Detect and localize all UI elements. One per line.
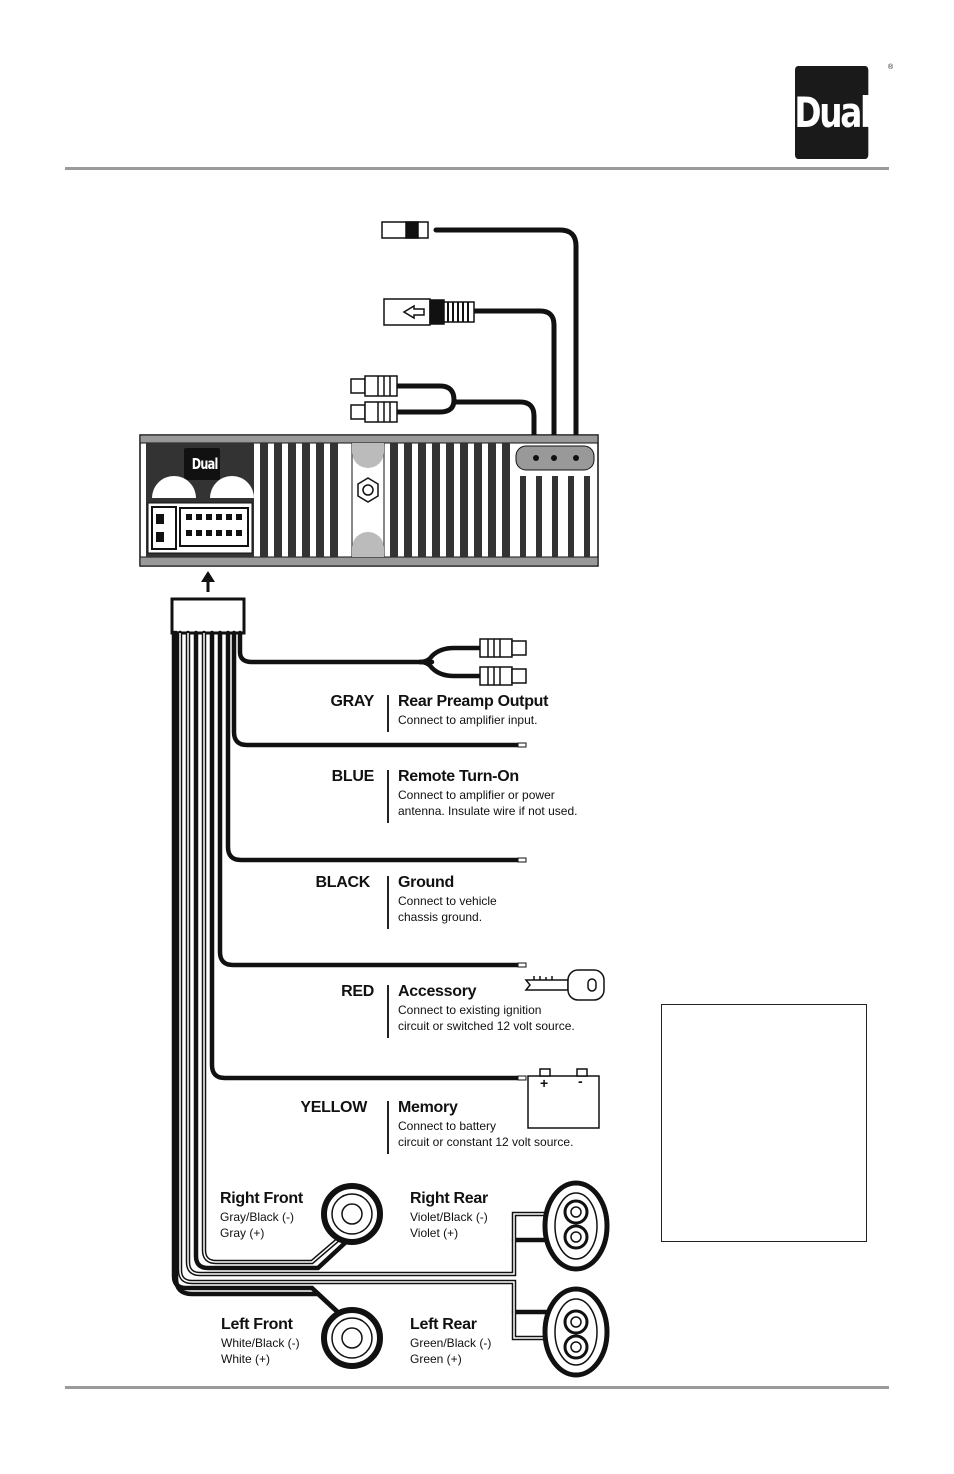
wire-title-accessory: Accessory xyxy=(398,983,477,1000)
wire-title-ground: Ground xyxy=(398,874,454,891)
wire-color-red: RED xyxy=(341,983,374,1000)
battery-icon xyxy=(527,1068,600,1129)
wire-desc-remote: Connect to amplifier or power antenna. I… xyxy=(398,788,578,818)
divider xyxy=(387,770,389,823)
antenna-adapter-cable xyxy=(471,308,557,461)
wire-desc-memory: Connect to battery circuit or constant 1… xyxy=(398,1119,574,1149)
antenna-adapter xyxy=(383,298,475,326)
wire-desc-ground: Connect to vehicle chassis ground. xyxy=(398,894,497,924)
blue-wire xyxy=(231,630,521,748)
divider xyxy=(387,985,389,1038)
speaker-desc-right-rear: Violet/Black (-) Violet (+) xyxy=(410,1210,488,1240)
red-wire xyxy=(217,630,521,968)
harness-plug xyxy=(170,597,246,635)
speaker-title-left-front: Left Front xyxy=(221,1316,293,1333)
speaker-title-right-front: Right Front xyxy=(220,1190,303,1207)
right-front-speaker xyxy=(321,1183,383,1245)
speaker-title-right-rear: Right Rear xyxy=(410,1190,488,1207)
note-box xyxy=(661,1004,867,1242)
brand-logo: Dual xyxy=(794,66,871,159)
right-rear-speaker xyxy=(542,1180,610,1272)
black-wire xyxy=(225,630,521,863)
right-front-wire xyxy=(201,630,343,1265)
connector-arrow xyxy=(201,571,215,592)
wire-color-blue: BLUE xyxy=(331,768,375,785)
front-rca-plugs xyxy=(350,375,398,423)
head-unit-chassis xyxy=(139,434,599,567)
speaker-desc-left-front: White/Black (-) White (+) xyxy=(221,1336,300,1366)
left-front-speaker xyxy=(321,1307,383,1369)
wire-desc-accessory: Connect to existing ignition circuit or … xyxy=(398,1003,575,1033)
right-rear-wire xyxy=(185,630,549,1277)
divider xyxy=(387,876,389,929)
wire-title-rear-preamp: Rear Preamp Output xyxy=(398,693,549,710)
front-rca-cable xyxy=(395,383,537,461)
brand-logo-text: Dual xyxy=(794,88,871,137)
antenna-cable xyxy=(433,227,579,461)
wire-title-memory: Memory xyxy=(398,1099,458,1116)
divider xyxy=(387,1101,389,1154)
header-rule xyxy=(65,167,889,170)
wire-title-remote: Remote Turn-On xyxy=(398,768,519,785)
gray-wire xyxy=(237,630,435,665)
antenna-connector xyxy=(381,221,429,239)
registered-mark: ® xyxy=(888,64,894,71)
footer-rule xyxy=(65,1386,889,1389)
divider xyxy=(387,695,389,732)
speaker-title-left-rear: Left Rear xyxy=(410,1316,477,1333)
wire-color-black: BLACK xyxy=(315,874,371,891)
rear-rca-plugs xyxy=(479,638,527,686)
wire-color-gray: GRAY xyxy=(330,693,374,710)
speaker-desc-right-front: Gray/Black (-) Gray (+) xyxy=(220,1210,295,1240)
ignition-key xyxy=(524,969,605,1001)
yellow-wire xyxy=(209,630,521,1081)
battery-plus-label: + xyxy=(540,1075,549,1091)
wire-color-yellow: YELLOW xyxy=(300,1099,367,1116)
battery-minus-label: - xyxy=(578,1073,583,1089)
head-unit-logo: Dual xyxy=(191,455,219,473)
wire-desc-rear-preamp: Connect to amplifier input. xyxy=(398,713,538,727)
speaker-desc-left-rear: Green/Black (-) Green (+) xyxy=(410,1336,492,1366)
left-rear-speaker xyxy=(542,1286,610,1378)
